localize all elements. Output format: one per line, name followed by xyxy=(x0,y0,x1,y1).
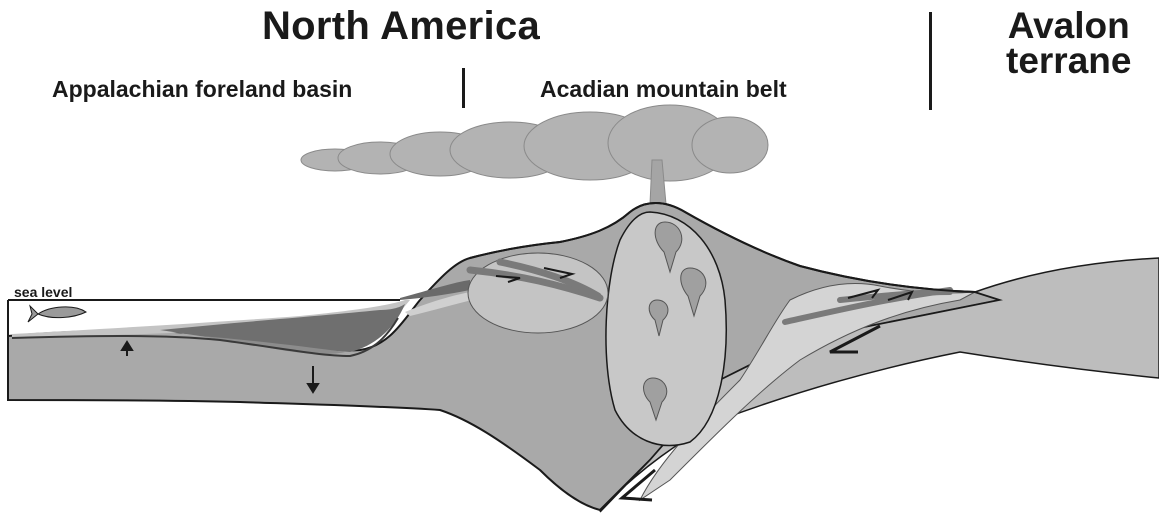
label-foreland-basin: Appalachian foreland basin xyxy=(52,76,352,103)
label-mountain-belt: Acadian mountain belt xyxy=(540,76,787,103)
label-sea-level: sea level xyxy=(14,284,72,300)
region-title-avalon-terrane: Avalon terrane xyxy=(1006,8,1131,78)
divider-basin-mountain xyxy=(462,68,465,108)
ash-cloud xyxy=(301,105,768,181)
avalon-line-1: Avalon xyxy=(1006,8,1131,43)
region-title-north-america: North America xyxy=(262,4,540,49)
divider-north-america-avalon xyxy=(929,12,932,110)
avalon-line-2: terrane xyxy=(1006,43,1131,78)
